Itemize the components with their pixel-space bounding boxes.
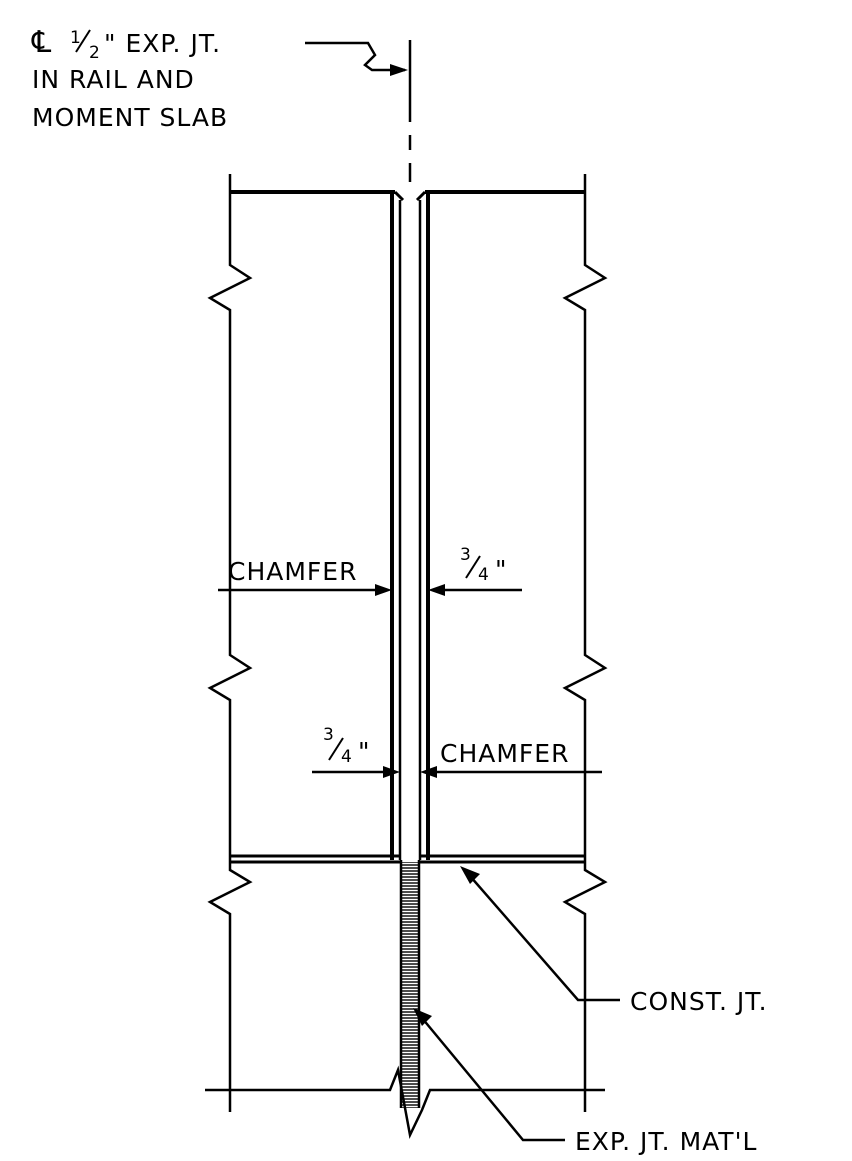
upper-dim-numerator: 3 [460,545,471,565]
upper-chamfer-dimension [218,584,522,596]
cl-fraction-denominator: 2 [89,43,100,63]
expansion-joint-material-leader [413,1008,565,1142]
centerline-symbol: ℄ [31,25,52,60]
expansion-joint-material [399,860,421,1108]
bottom-break-line [205,1065,605,1139]
chamfer-upper-label: CHAMFER [228,557,357,586]
construction-joint-arrowhead [460,866,480,884]
expansion-joint-material-arrowhead [413,1008,432,1026]
centerline-leader [305,41,408,76]
upper-dimension-value: 3 4 " [460,545,508,585]
construction-joint-line [230,854,585,864]
upper-dim-denominator: 4 [478,565,489,585]
construction-joint-label: CONST. JT. [630,987,768,1016]
cl-fraction-numerator: 1 [70,28,81,48]
cl-line1-text: " EXP. JT. [104,29,221,58]
expansion-joint-material-label: EXP. JT. MAT'L [575,1127,757,1156]
lower-dim-numerator: 3 [323,725,334,745]
lower-dimension-value: 3 4 " [323,725,371,767]
right-rail-outer-edge [562,174,608,1112]
lower-dim-denominator: 4 [341,747,352,767]
lower-chamfer-dimension [312,766,602,778]
construction-joint-leader [460,866,620,1002]
centerline-arrowhead [390,64,408,76]
joint-faces [390,192,430,860]
upper-dim-unit: " [495,555,508,584]
cl-line2-text: IN RAIL AND [32,65,195,94]
rail-top-edge [230,190,585,202]
left-rail-outer-edge [207,174,253,1112]
lower-dim-unit: " [358,737,371,766]
centerline-label: ℄ 1 2 " EXP. JT. IN RAIL AND MOMENT SLAB [31,25,228,132]
cl-line3-text: MOMENT SLAB [32,103,228,132]
chamfer-lower-label: CHAMFER [440,739,569,768]
